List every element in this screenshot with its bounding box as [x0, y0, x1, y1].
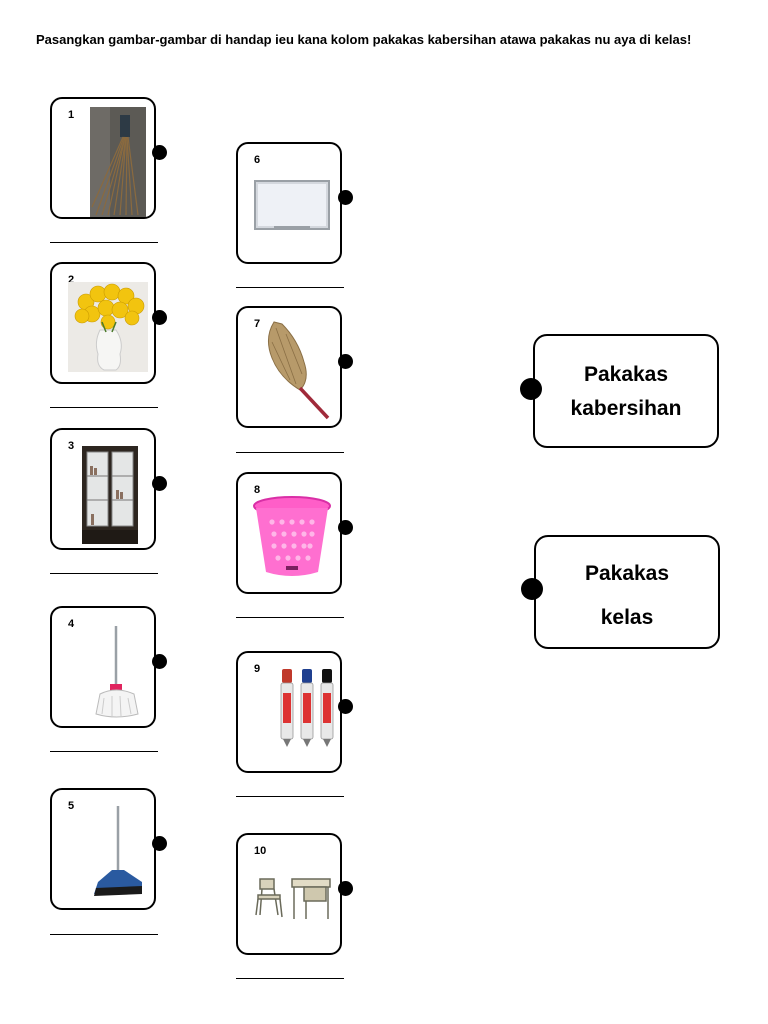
desk-chair-icon: [254, 875, 334, 923]
markers-icon: [278, 669, 338, 749]
item-number: 7: [254, 318, 261, 330]
target-label-line2: kabersihan: [570, 397, 682, 420]
target-connector-dot[interactable]: [521, 578, 543, 600]
answer-line-2[interactable]: [50, 407, 158, 408]
answer-line-8[interactable]: [236, 617, 344, 618]
item-number: 3: [68, 440, 75, 452]
whiteboard-icon: [254, 180, 330, 232]
item-card-9: 9: [236, 651, 353, 773]
connector-dot[interactable]: [338, 699, 353, 714]
connector-dot[interactable]: [338, 881, 353, 896]
target-connector-dot[interactable]: [520, 378, 542, 400]
connector-dot[interactable]: [152, 476, 167, 491]
item-number: 4: [68, 618, 75, 630]
feather-duster-icon: [260, 318, 332, 420]
answer-line-5[interactable]: [50, 934, 158, 935]
broom-icon: [92, 804, 146, 900]
connector-dot[interactable]: [338, 190, 353, 205]
answer-line-4[interactable]: [50, 751, 158, 752]
item-card-6: 6: [236, 142, 353, 264]
answer-line-9[interactable]: [236, 796, 344, 797]
item-card-7: 7: [236, 306, 353, 428]
answer-line-10[interactable]: [236, 978, 344, 979]
target-label-line1: Pakakas: [583, 363, 669, 386]
broom-stick-icon: [90, 107, 146, 217]
connector-dot[interactable]: [338, 520, 353, 535]
target-box-class-tools: Pakakas kelas: [534, 535, 720, 649]
connector-dot[interactable]: [152, 654, 167, 669]
answer-line-3[interactable]: [50, 573, 158, 574]
item-number: 5: [68, 800, 75, 812]
connector-dot[interactable]: [152, 310, 167, 325]
item-card-2: 2: [50, 262, 167, 384]
bookcase-icon: [82, 446, 138, 544]
connector-dot[interactable]: [152, 836, 167, 851]
target-label-line2: kelas: [600, 606, 654, 629]
item-number: 9: [254, 663, 261, 675]
instruction-text: Pasangkan gambar-gambar di handap ieu ka…: [36, 32, 692, 47]
item-card-5: 5: [50, 788, 167, 910]
item-card-8: 8: [236, 472, 353, 594]
item-number: 8: [254, 484, 261, 496]
flower-vase-icon: [68, 282, 148, 372]
item-number: 6: [254, 154, 261, 166]
item-card-3: 3: [50, 428, 167, 550]
item-number: 10: [254, 845, 267, 857]
item-number: 2: [68, 274, 75, 286]
target-box-cleaning-tools: Pakakas kabersihan: [533, 334, 719, 448]
connector-dot[interactable]: [338, 354, 353, 369]
answer-line-7[interactable]: [236, 452, 344, 453]
item-card-10: 10: [236, 833, 353, 955]
answer-line-1[interactable]: [50, 242, 158, 243]
item-card-1: 1: [50, 97, 167, 219]
mop-icon: [94, 624, 142, 720]
target-label-line1: Pakakas: [584, 562, 670, 585]
connector-dot[interactable]: [152, 145, 167, 160]
answer-line-6[interactable]: [236, 287, 344, 288]
item-number: 1: [68, 109, 75, 121]
item-card-4: 4: [50, 606, 167, 728]
trash-basket-icon: [252, 496, 332, 580]
